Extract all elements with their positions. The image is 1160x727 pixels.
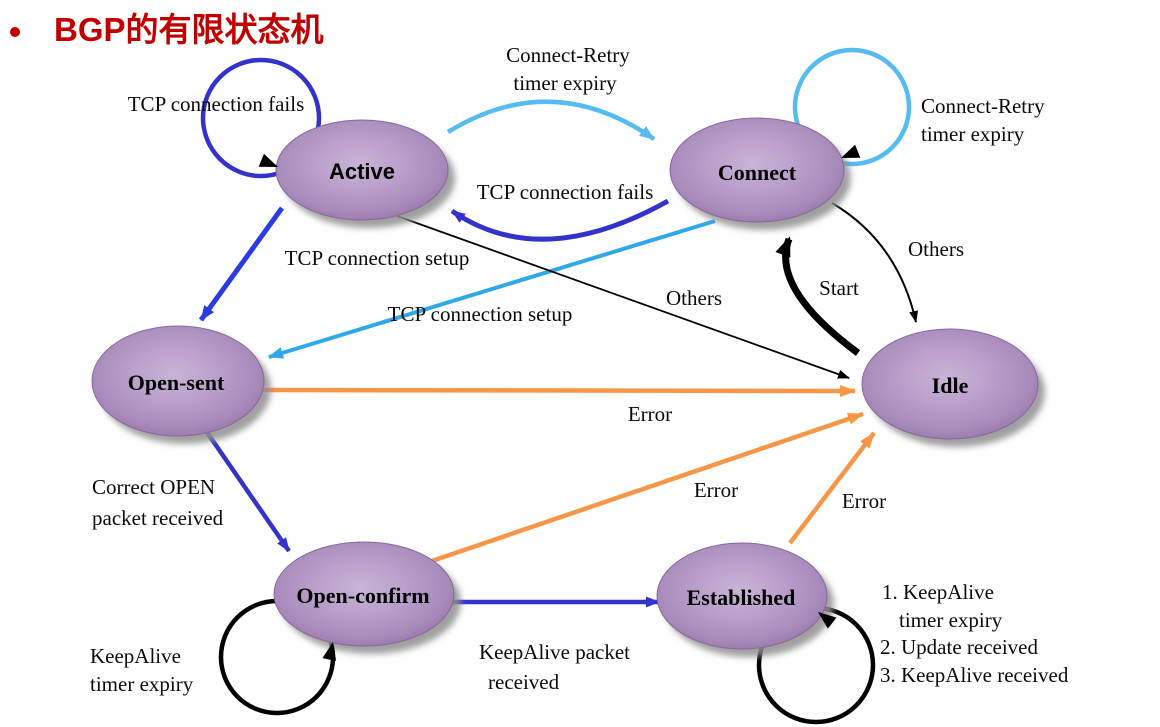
state-idle-label: Idle — [932, 373, 969, 398]
state-active: Active — [275, 119, 455, 228]
self-loop-connect — [792, 47, 912, 167]
arrow-open-sent-to-idle — [262, 384, 856, 397]
label-keepalive-packet-1: KeepAlive packet — [479, 640, 630, 664]
label-tcp-fails-active-loop: TCP connection fails — [128, 92, 305, 116]
state-active-label: Active — [329, 159, 395, 184]
state-ellipse — [669, 117, 845, 223]
label-keepalive-timer-2: timer expiry — [90, 672, 194, 696]
arrowhead-established-loop — [818, 612, 837, 629]
slide-title-row: BGP的有限状态机 — [10, 12, 324, 48]
self-loop-active — [200, 57, 322, 179]
label-start: Start — [819, 276, 859, 300]
state-idle: Idle — [861, 328, 1045, 447]
label-established-note-1: 1. KeepAlive — [882, 580, 994, 604]
state-open-confirm-label: Open-confirm — [296, 583, 429, 608]
label-tcp-setup-connect: TCP connection setup — [388, 302, 573, 326]
state-established-label: Established — [687, 585, 796, 610]
arrow-active-to-open-sent — [198, 206, 285, 322]
label-keepalive-packet-2: received — [488, 670, 560, 694]
label-correct-open-1: Correct OPEN — [92, 475, 215, 499]
label-connect-retry-right-2: timer expiry — [921, 122, 1025, 146]
state-connect-label: Connect — [718, 160, 797, 185]
arrow-open-sent-to-open-confirm — [202, 426, 291, 553]
arrow-connect-to-active — [450, 198, 670, 242]
page-title: BGP的有限状态机 — [54, 11, 324, 48]
arrow-idle-to-connect — [775, 236, 861, 356]
arrow-open-confirm-to-idle — [428, 411, 864, 565]
label-established-note-2: 2. Update received — [880, 635, 1039, 659]
state-ellipse — [861, 328, 1039, 440]
label-keepalive-timer-1: KeepAlive — [90, 644, 181, 668]
state-connect: Connect — [669, 117, 851, 230]
state-ellipse — [275, 119, 449, 221]
bullet-icon — [10, 27, 20, 37]
label-tcp-setup-active: TCP connection setup — [285, 246, 470, 270]
state-ellipse — [273, 541, 455, 647]
state-open-confirm: Open-confirm — [273, 541, 461, 654]
state-open-sent: Open-sent — [91, 325, 271, 444]
label-correct-open-2: packet received — [92, 506, 224, 530]
state-established: Established — [656, 542, 834, 657]
arrow-established-to-idle — [788, 431, 876, 545]
label-others-active-idle: Others — [666, 286, 722, 310]
state-open-sent-label: Open-sent — [128, 370, 225, 395]
arrowhead-connect-loop — [841, 144, 861, 158]
arrow-active-to-idle — [396, 215, 850, 379]
label-error-open-confirm: Error — [694, 478, 738, 502]
label-error-established: Error — [842, 489, 886, 513]
arrow-active-to-connect — [446, 99, 656, 141]
state-ellipse — [91, 325, 265, 437]
label-others-connect-idle: Others — [908, 237, 964, 261]
label-connect-retry-right-1: Connect-Retry — [921, 94, 1045, 118]
label-connect-retry-top-2: timer expiry — [513, 71, 617, 95]
label-error-open-sent: Error — [628, 402, 672, 426]
label-connect-retry-top-1: Connect-Retry — [506, 43, 630, 67]
state-ellipse — [656, 542, 828, 650]
arrow-connect-to-idle — [831, 202, 918, 323]
arrowhead-active-loop — [258, 153, 278, 167]
label-tcp-fails-mid: TCP connection fails — [477, 180, 654, 204]
arrow-connect-to-open-sent — [268, 219, 716, 359]
label-established-note-1b: timer expiry — [899, 608, 1003, 632]
arrowhead-open-confirm-loop — [322, 642, 337, 662]
label-established-note-3: 3. KeepAlive received — [880, 663, 1069, 687]
